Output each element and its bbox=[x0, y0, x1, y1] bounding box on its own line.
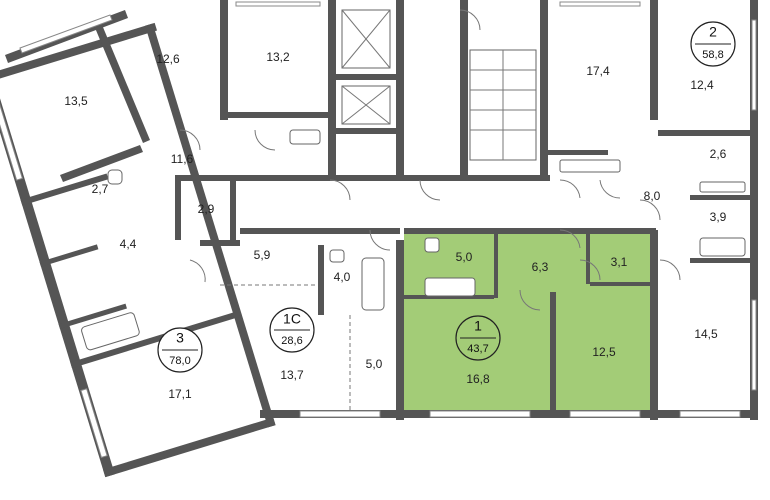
apartment-number-1: 1 bbox=[474, 318, 482, 334]
room-area-13-2: 13,2 bbox=[266, 50, 290, 64]
room-area-12-5: 12,5 bbox=[592, 345, 616, 359]
apartment-area-2: 58,8 bbox=[702, 49, 723, 61]
apartment-number-3: 3 bbox=[176, 330, 184, 346]
room-area-12-6: 12,6 bbox=[156, 52, 180, 66]
apartment-badge-1[interactable]: 1 43,7 bbox=[455, 315, 501, 361]
room-area-14-5: 14,5 bbox=[694, 327, 718, 341]
room-area-16-8: 16,8 bbox=[466, 372, 490, 386]
room-area-8-0: 8,0 bbox=[644, 189, 661, 203]
room-area-2-7: 2,7 bbox=[92, 182, 109, 196]
apartment-number-1c: 1С bbox=[283, 311, 301, 327]
dashed-partitions bbox=[220, 284, 351, 410]
room-area-13-5: 13,5 bbox=[64, 94, 88, 108]
room-area-4-0: 4,0 bbox=[334, 270, 351, 284]
apartment-1-area[interactable] bbox=[404, 230, 656, 410]
room-area-17-4: 17,4 bbox=[586, 64, 610, 78]
apartment-number-2: 2 bbox=[709, 24, 717, 40]
apartment-badge-3[interactable]: 3 78,0 bbox=[157, 327, 203, 373]
building-walls bbox=[175, 0, 758, 420]
room-area-12-4: 12,4 bbox=[690, 78, 714, 92]
room-area-4-4: 4,4 bbox=[120, 237, 137, 251]
apartment-area-3: 78,0 bbox=[169, 355, 190, 367]
room-area-2-6: 2,6 bbox=[710, 147, 727, 161]
left-wing bbox=[0, 22, 276, 478]
apartment-area-1c: 28,6 bbox=[281, 335, 302, 347]
room-area-3-1: 3,1 bbox=[611, 255, 628, 269]
room-area-5-0-hall: 5,0 bbox=[366, 357, 383, 371]
room-area-2-9: 2,9 bbox=[198, 202, 215, 216]
apartment-1-highlight[interactable] bbox=[404, 230, 656, 410]
room-area-11-6: 11,6 bbox=[171, 152, 194, 166]
apartment-badge-1c[interactable]: 1С 28,6 bbox=[269, 307, 315, 353]
room-area-5-0-bath: 5,0 bbox=[456, 250, 473, 264]
room-area-3-9: 3,9 bbox=[710, 210, 727, 224]
room-area-13-7: 13,7 bbox=[280, 368, 304, 382]
apartment-area-1: 43,7 bbox=[467, 343, 488, 355]
room-labels: 12,6 13,2 13,5 11,6 2,7 2,9 4,4 5,9 4,0 … bbox=[64, 50, 726, 401]
top-left-walls bbox=[5, 10, 150, 182]
apartment-badge-2[interactable]: 2 58,8 bbox=[690, 21, 736, 67]
stair-core bbox=[341, 9, 537, 161]
fixtures bbox=[107, 129, 746, 311]
room-area-5-9: 5,9 bbox=[254, 248, 271, 262]
room-area-17-1: 17,1 bbox=[168, 387, 192, 401]
room-area-6-3: 6,3 bbox=[532, 260, 549, 274]
doors bbox=[179, 9, 681, 311]
